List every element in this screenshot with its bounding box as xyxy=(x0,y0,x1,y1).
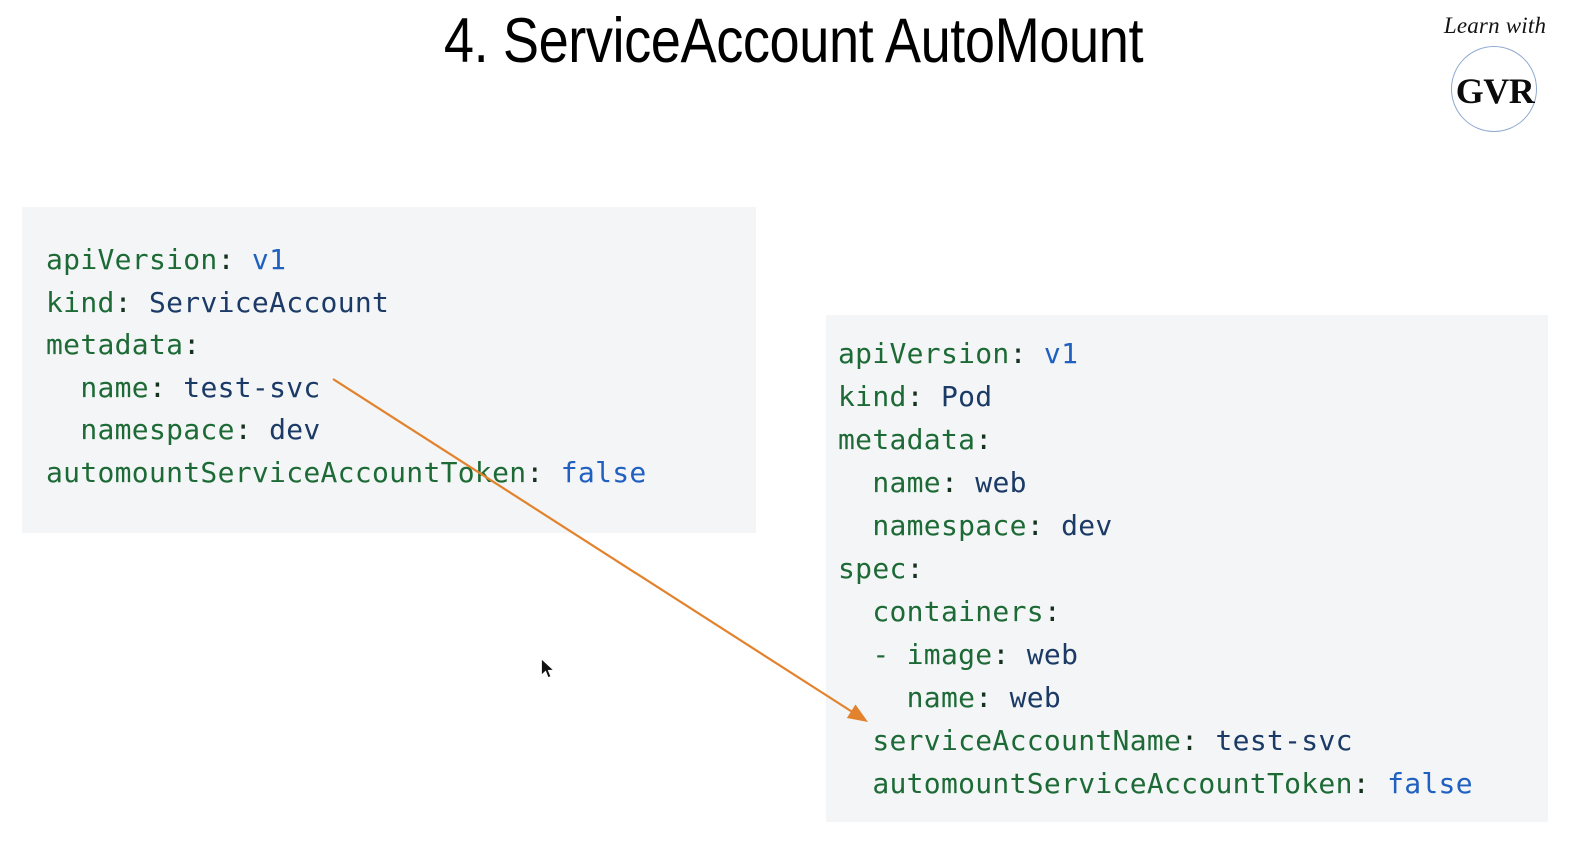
yaml-key: containers xyxy=(872,595,1044,628)
brand-mark-gvr: GVR xyxy=(1455,71,1535,111)
yaml-key: apiVersion xyxy=(838,337,1010,370)
yaml-separator: : xyxy=(975,423,993,456)
yaml-value: test-svc xyxy=(1215,724,1353,757)
yaml-separator: : xyxy=(114,285,149,319)
yaml-separator: : xyxy=(1181,724,1216,757)
yaml-key: metadata xyxy=(838,423,976,456)
yaml-separator: : xyxy=(526,455,561,489)
yaml-separator: : xyxy=(1009,337,1044,370)
yaml-key: metadata xyxy=(46,328,184,361)
yaml-key: kind xyxy=(46,285,115,319)
yaml-key: apiVersion xyxy=(46,243,218,276)
brand-tagline: Learn with xyxy=(1443,13,1547,38)
code-line: - image: web xyxy=(838,633,1548,676)
code-line: name: test-svc xyxy=(46,367,756,410)
yaml-value: web xyxy=(975,466,1027,499)
yaml-key: namespace xyxy=(80,413,235,446)
yaml-separator: : xyxy=(992,638,1027,671)
yaml-key: kind xyxy=(838,380,907,413)
yaml-value: false xyxy=(1387,767,1473,800)
yaml-separator: : xyxy=(975,681,1010,714)
yaml-key: - image xyxy=(872,638,993,671)
yaml-value: false xyxy=(560,455,647,489)
yaml-separator: : xyxy=(906,552,924,585)
code-line: metadata: xyxy=(46,324,756,367)
yaml-separator: : xyxy=(234,413,270,446)
yaml-value: dev xyxy=(1061,509,1113,542)
yaml-key: name xyxy=(80,370,149,404)
yaml-value: ServiceAccount xyxy=(148,285,390,319)
yaml-key: automountServiceAccountToken xyxy=(872,767,1353,800)
yaml-value: v1 xyxy=(251,243,287,276)
yaml-key: serviceAccountName xyxy=(872,724,1182,757)
code-line: namespace: dev xyxy=(46,409,756,452)
yaml-key: spec xyxy=(838,552,907,585)
yaml-key: name xyxy=(906,681,976,714)
yaml-separator: : xyxy=(1352,767,1388,800)
yaml-value: dev xyxy=(269,413,321,446)
brand-circle-icon xyxy=(1451,46,1537,132)
yaml-separator: : xyxy=(906,380,941,413)
code-line: spec: xyxy=(838,547,1548,590)
code-line: apiVersion: v1 xyxy=(46,239,756,282)
yaml-value: test-svc xyxy=(183,370,321,404)
yaml-value: Pod xyxy=(940,380,993,413)
code-line: namespace: dev xyxy=(838,504,1548,547)
yaml-value: v1 xyxy=(1043,337,1079,370)
code-line: serviceAccountName: test-svc xyxy=(838,719,1548,762)
mouse-cursor xyxy=(541,658,555,679)
code-line: automountServiceAccountToken: false xyxy=(838,762,1548,805)
yaml-separator: : xyxy=(217,243,252,276)
brand-logo: Learn with GVR xyxy=(1425,14,1565,136)
code-line: name: web xyxy=(838,461,1548,504)
code-line: kind: ServiceAccount xyxy=(46,282,756,325)
code-line: automountServiceAccountToken: false xyxy=(46,452,756,495)
code-line: metadata: xyxy=(838,418,1548,461)
yaml-separator: : xyxy=(940,466,976,499)
code-line: name: web xyxy=(838,676,1548,719)
yaml-separator: : xyxy=(1043,595,1062,628)
yaml-key: automountServiceAccountToken xyxy=(46,455,527,489)
yaml-separator: : xyxy=(183,328,201,361)
code-line: kind: Pod xyxy=(838,375,1548,418)
yaml-separator: : xyxy=(148,370,184,404)
page-title: 4. ServiceAccount AutoMount xyxy=(443,6,1144,76)
yaml-key: namespace xyxy=(872,509,1027,542)
yaml-key: name xyxy=(872,466,941,499)
yaml-separator: : xyxy=(1026,509,1062,542)
yaml-value: web xyxy=(1009,681,1062,714)
code-line: apiVersion: v1 xyxy=(838,332,1548,375)
code-line: containers: xyxy=(838,590,1548,633)
yaml-value: web xyxy=(1026,638,1079,671)
